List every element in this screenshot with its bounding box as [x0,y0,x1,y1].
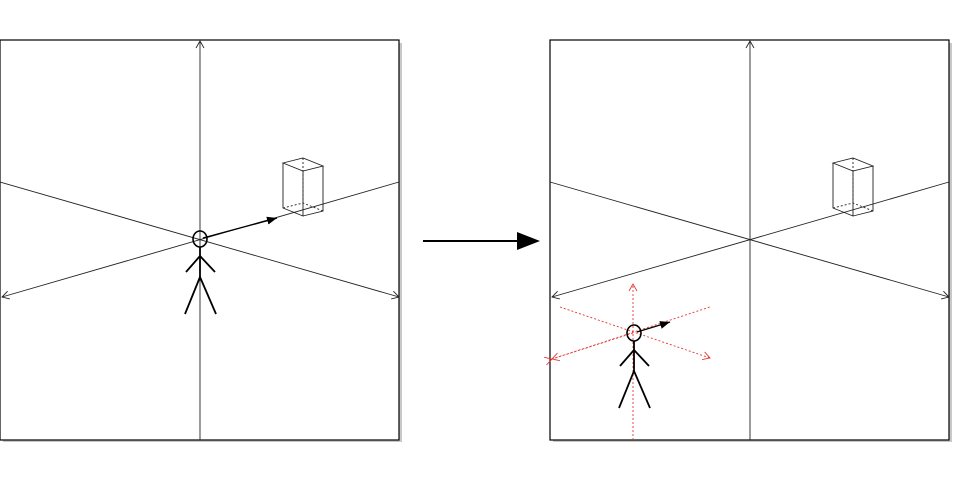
axis-diagonal-left [551,181,950,300]
right-arm [199,255,216,273]
panel-before [0,39,402,442]
right-arm [633,349,650,367]
gaze-arrow [202,216,278,239]
stick-figure [618,324,651,409]
panel-after [544,39,952,442]
right-leg [633,370,651,409]
box-object [281,157,325,217]
left-leg [184,276,201,315]
local-axis-falling [559,306,711,360]
left-arm [619,349,635,367]
box-object [831,157,875,217]
transition-arrow [423,232,540,250]
left-arm [185,255,201,273]
world-axes [0,40,400,440]
gaze-arrow [636,321,671,333]
local-axes [544,283,711,440]
right-leg [199,276,217,315]
axis-diagonal-left [1,181,400,300]
left-leg [618,370,635,409]
stick-figure [184,230,217,315]
world-axes [549,40,950,440]
